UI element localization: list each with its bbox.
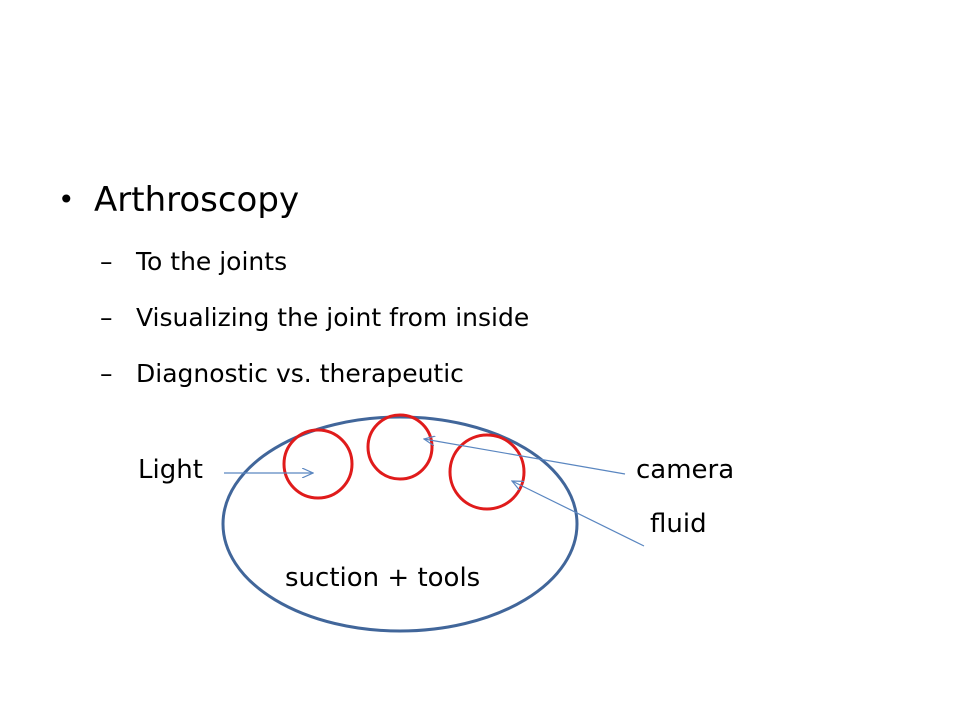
light-port-circle	[282, 428, 354, 500]
sub-bullet-list: – To the joints – Visualizing the joint …	[100, 234, 529, 402]
sub-item-text: Diagnostic vs. therapeutic	[136, 359, 464, 388]
camera-arrow	[424, 439, 626, 475]
joint-outline	[221, 415, 579, 633]
main-bullet: • Arthroscopy	[58, 176, 299, 224]
sub-item: – To the joints	[100, 234, 529, 290]
sub-item-text: To the joints	[136, 247, 288, 276]
sub-item: – Visualizing the joint from inside	[100, 290, 529, 346]
label-suction-tools: suction + tools	[285, 563, 481, 593]
sub-dash: –	[100, 303, 113, 332]
fluid-port-circle	[448, 433, 526, 511]
sub-item: – Diagnostic vs. therapeutic	[100, 346, 529, 402]
sub-dash: –	[100, 359, 113, 388]
sub-dash: –	[100, 247, 113, 276]
camera-port-circle	[366, 413, 434, 481]
bullet-dot: •	[58, 183, 75, 216]
sub-item-text: Visualizing the joint from inside	[136, 303, 530, 332]
fluid-arrow	[512, 481, 645, 547]
label-light: Light	[138, 455, 203, 485]
label-camera: camera	[636, 455, 735, 485]
heading-arthroscopy: Arthroscopy	[94, 180, 300, 220]
label-fluid: fluid	[650, 509, 707, 539]
